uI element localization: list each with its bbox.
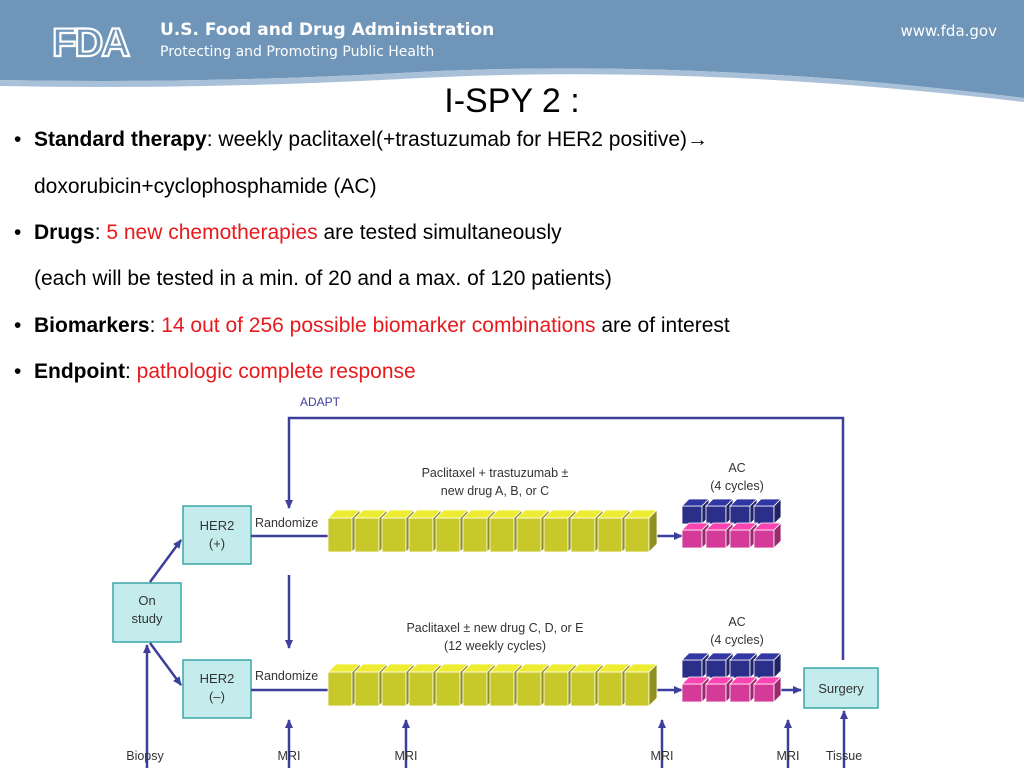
svg-text:(–): (–) [209, 689, 225, 704]
lower-weekly-block [624, 663, 658, 707]
bullet-endpoint: •Endpoint: pathologic complete response [14, 360, 416, 383]
slide-title: I-SPY 2 : [444, 82, 580, 120]
svg-text:study: study [131, 611, 163, 626]
upper-ac-block-blue [753, 498, 782, 525]
ac-label-upper: AC [728, 461, 745, 475]
upper-arm-label-line2: new drug A, B, or C [441, 484, 549, 498]
adapt-loop-arrows [285, 416, 845, 660]
treatment-blocks [327, 498, 782, 707]
lower-ac-block-magenta [681, 676, 710, 703]
upper-ac-block-blue [729, 498, 758, 525]
upper-weekly-block [624, 509, 658, 553]
bullet-standard-therapy: •Standard therapy: weekly paclitaxel(+tr… [14, 128, 709, 151]
tissue-label: Tissue [826, 749, 862, 763]
bullet-label: Standard therapy [34, 128, 207, 151]
bullet-sep: : [124, 360, 131, 383]
lower-ac-block-blue [705, 652, 734, 679]
bullet-label: Endpoint [34, 360, 125, 383]
lower-ac-block-blue [753, 652, 782, 679]
randomize-label-lower: Randomize [255, 669, 318, 683]
lower-arm-label-line1: Paclitaxel ± new drug C, D, or E [406, 621, 583, 635]
bullet-sep: : [149, 314, 156, 337]
ac-cycles-upper: (4 cycles) [710, 479, 763, 493]
bullet-text: are tested simultaneously [317, 221, 562, 244]
upper-ac-block-magenta [729, 522, 758, 549]
svg-text:(+): (+) [209, 536, 225, 551]
her2-positive-box: HER2 (+) [182, 505, 252, 565]
bullet-sep: : [94, 221, 101, 244]
header-band [0, 0, 1024, 102]
randomize-label-upper: Randomize [255, 516, 318, 530]
surgery-box: Surgery [803, 667, 879, 709]
svg-text:On: On [138, 593, 155, 608]
mri-label-1: MRI [278, 749, 301, 763]
upper-ac-block-magenta [705, 522, 734, 549]
agency-tagline: Protecting and Promoting Public Health [160, 44, 435, 60]
biopsy-label: Biopsy [126, 749, 164, 763]
upper-ac-block-blue [681, 498, 710, 525]
website-link[interactable]: www.fda.gov [900, 22, 997, 40]
bullet-highlight: 5 new chemotherapies [100, 221, 318, 244]
upper-ac-block-magenta [681, 522, 710, 549]
ac-label-lower: AC [728, 615, 745, 629]
mri-label-3: MRI [651, 749, 674, 763]
bullet-label: Drugs [34, 221, 95, 244]
upper-ac-block-blue [705, 498, 734, 525]
mri-label-4: MRI [777, 749, 800, 763]
mri-label-2: MRI [395, 749, 418, 763]
bullet-text: are of interest [595, 314, 730, 337]
lower-ac-block-magenta [753, 676, 782, 703]
bullet-label: Biomarkers [34, 314, 150, 337]
bullet-standard-continuation: doxorubicin+cyclophosphamide (AC) [34, 175, 377, 198]
agency-name: U.S. Food and Drug Administration [160, 20, 495, 40]
ac-cycles-lower: (4 cycles) [710, 633, 763, 647]
bullet-biomarkers: •Biomarkers: 14 out of 256 possible biom… [14, 314, 730, 337]
bullet-highlight: 14 out of 256 possible biomarker combina… [155, 314, 596, 337]
bullet-drugs-continuation: (each will be tested in a min. of 20 and… [34, 267, 612, 290]
svg-text:HER2: HER2 [200, 671, 235, 686]
upper-arm-label-line1: Paclitaxel + trastuzumab ± [422, 466, 569, 480]
her2-negative-box: HER2 (–) [182, 659, 252, 719]
lower-ac-block-magenta [729, 676, 758, 703]
adapt-label: ADAPT [300, 395, 341, 409]
lower-arm-label-line2: (12 weekly cycles) [444, 639, 546, 653]
lower-ac-block-blue [681, 652, 710, 679]
lower-ac-block-magenta [705, 676, 734, 703]
on-study-box: On study [112, 582, 182, 643]
bullet-drugs: •Drugs: 5 new chemotherapies are tested … [14, 221, 562, 244]
svg-text:HER2: HER2 [200, 518, 235, 533]
bullet-highlight: pathologic complete response [130, 360, 416, 383]
right-arrow-icon: → [687, 128, 709, 151]
upper-ac-block-magenta [753, 522, 782, 549]
bullet-text: weekly paclitaxel(+trastuzumab for HER2 … [212, 128, 688, 151]
trial-diagram: ADAPT On study HER2 (+) HER2 (–) Surgery [112, 395, 879, 768]
fda-logo: FDA [52, 22, 132, 62]
svg-text:Surgery: Surgery [818, 681, 864, 696]
bullet-sep: : [206, 128, 213, 151]
fda-logo-text: FDA [52, 22, 129, 62]
lower-ac-block-blue [729, 652, 758, 679]
upper-weekly-block [381, 509, 415, 553]
